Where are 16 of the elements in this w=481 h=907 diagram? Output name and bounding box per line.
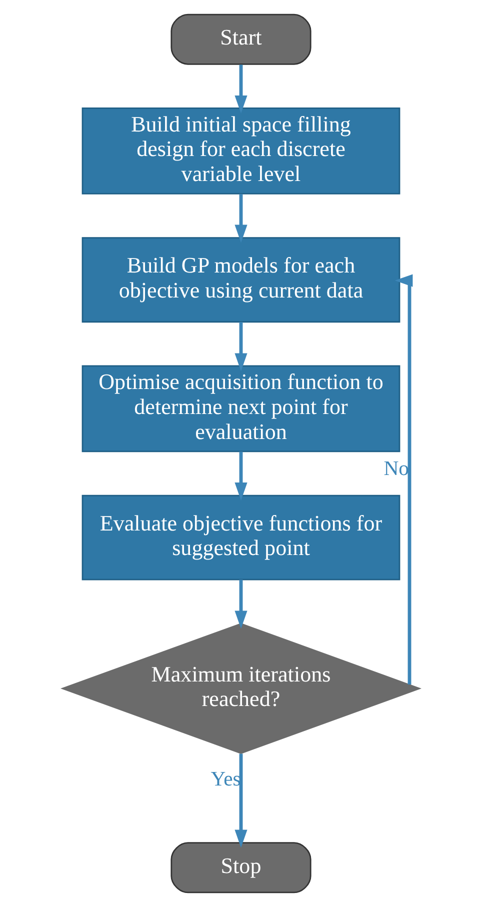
node-box: Evaluate objective functions for suggested point [81, 494, 400, 580]
arrow [234, 322, 247, 372]
arrow [234, 754, 247, 848]
node-box: Build initial space filling design for each discrete variable level [81, 108, 400, 194]
arrow [234, 452, 247, 500]
arrow [234, 64, 247, 114]
arrow [234, 580, 247, 629]
edge-label: Yes [210, 768, 240, 791]
edge-label: No [383, 458, 409, 480]
node-box: Stop [170, 842, 311, 894]
arrow [394, 274, 412, 684]
node-diamond: Maximum iterations reached? [60, 622, 421, 754]
node-box: Start [170, 14, 311, 65]
arrow [234, 194, 247, 243]
node-box: Optimise acquisition function to determine next point for evaluation [81, 365, 400, 452]
node-box: Build GP models for each objective using current data [81, 237, 400, 323]
